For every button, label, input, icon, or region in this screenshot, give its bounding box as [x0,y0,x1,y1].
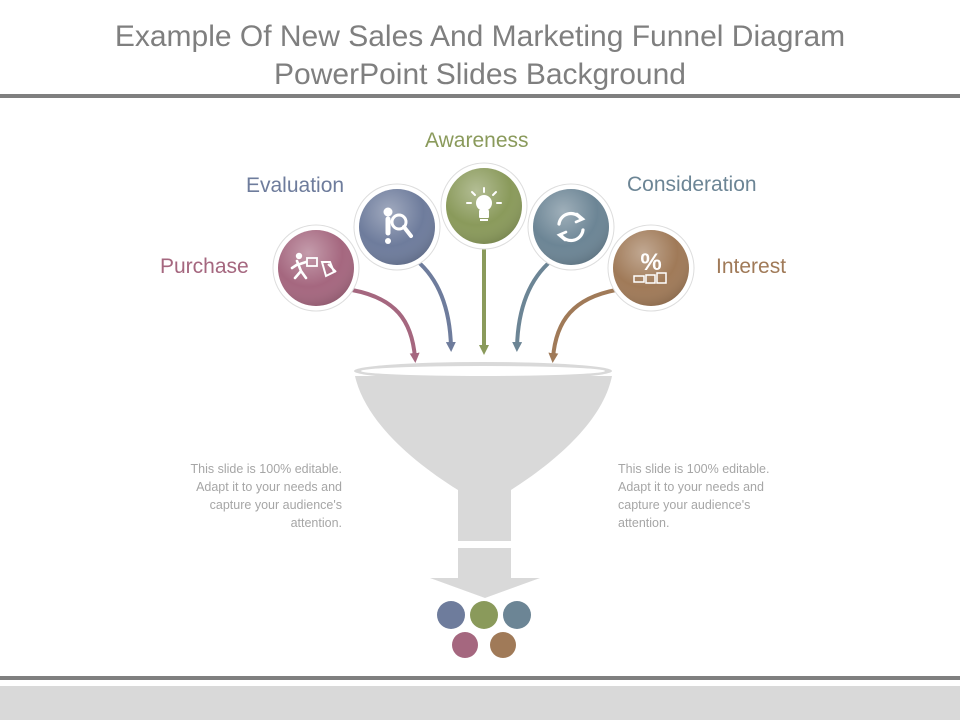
arrow-purchase [351,288,420,363]
dot-awareness [470,601,498,629]
dot-purchase [452,632,478,658]
dot-consideration [503,601,531,629]
arrow-consideration [512,258,554,352]
label-purchase: Purchase [160,255,249,278]
top-rule [0,94,960,98]
funnel [354,362,612,598]
stage-purchase [272,224,360,312]
dot-evaluation [437,601,465,629]
label-awareness: Awareness [425,129,529,152]
label-consideration: Consideration [627,173,757,196]
label-interest: Interest [716,255,787,278]
dot-interest [490,632,516,658]
text-left: This slide is 100% editable. Adapt it to… [190,462,342,530]
footer-band [0,686,960,720]
label-evaluation: Evaluation [246,174,345,197]
arrows [351,248,617,363]
lightbulb-icon [466,187,502,221]
arrow-evaluation [414,258,456,352]
svg-text:%: % [640,249,661,276]
text-right: This slide is 100% editable. Adapt it to… [618,462,770,530]
refresh-icon [556,211,586,243]
running-person-cart-icon [290,252,337,280]
stage-consideration [527,183,615,271]
title-line-2: PowerPoint Slides Background [274,58,686,91]
stage-interest: % [607,224,695,312]
percent-shopping-icon: % [633,249,667,284]
bottom-rule [0,676,960,680]
magnifier-person-icon [383,207,413,244]
output-dots [437,601,531,658]
stage-evaluation [353,183,441,271]
arrow-interest [548,288,617,363]
slide-title: Example Of New Sales And Marketing Funne… [0,18,960,94]
title-line-1: Example Of New Sales And Marketing Funne… [114,20,846,53]
funnel-output-arrow [430,548,540,598]
stage-awareness [440,162,528,250]
